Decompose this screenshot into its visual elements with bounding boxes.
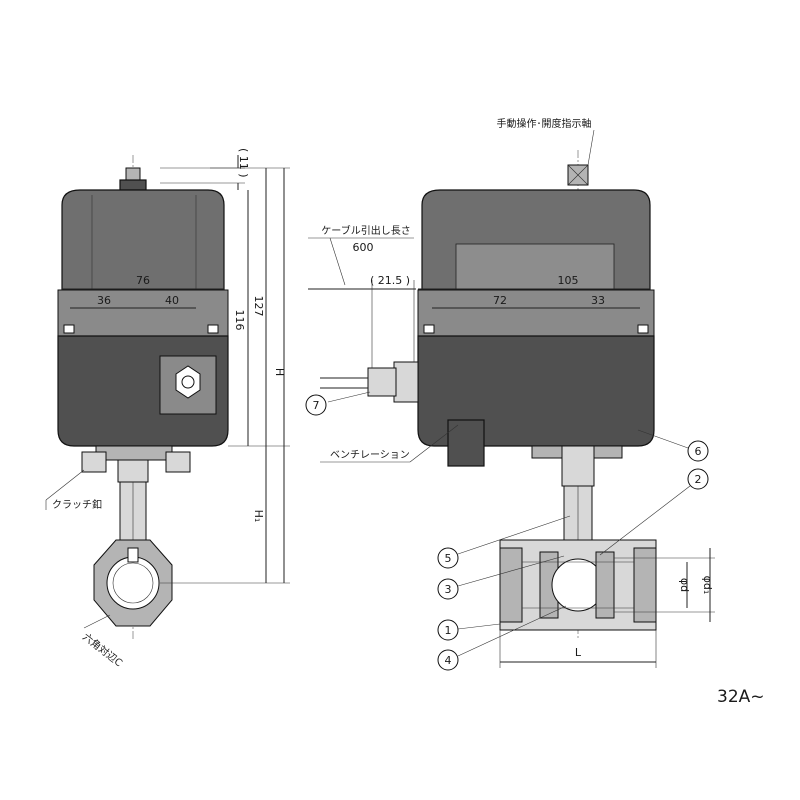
dim-127: 127 xyxy=(252,296,265,317)
vent-block xyxy=(447,419,485,467)
cable-gland xyxy=(393,361,419,403)
svg-text:5: 5 xyxy=(445,552,452,565)
front-view: ( 11 ) 76 36 40 116 127 H H₁ クラッチ釦 六角対辺C xyxy=(45,148,290,669)
dim-phi-d1: φd₁ xyxy=(701,576,714,595)
label-clutch-pin: クラッチ釦 xyxy=(52,498,102,511)
callout-2: 2 xyxy=(599,468,709,556)
dim-36: 36 xyxy=(97,294,111,307)
front-port xyxy=(106,556,160,610)
side-view: 手動操作･開度指示軸 ケーブル引出し長さ 600 ( 21.5 ) xyxy=(305,117,715,671)
dim-600: 600 xyxy=(353,241,374,254)
label-cable-length: ケーブル引出し長さ xyxy=(321,224,410,237)
label-manual-shaft: 手動操作･開度指示軸 xyxy=(497,117,592,130)
callout-1: 1 xyxy=(437,619,501,641)
side-coupling xyxy=(561,445,595,487)
callout-3: 3 xyxy=(437,555,565,600)
dim-21-5: ( 21.5 ) xyxy=(370,274,410,287)
dim-72: 72 xyxy=(493,294,507,307)
callout-7: 7 xyxy=(305,391,371,416)
front-cover xyxy=(61,189,225,293)
callout-4: 4 xyxy=(437,605,567,671)
dim-40: 40 xyxy=(165,294,179,307)
svg-text:6: 6 xyxy=(695,445,702,458)
front-mount-flange xyxy=(95,445,173,461)
svg-text:4: 4 xyxy=(445,654,452,667)
dim-116: 116 xyxy=(233,310,246,331)
dim-76: 76 xyxy=(136,274,150,287)
side-lower-housing xyxy=(417,335,655,447)
callout-6: 6 xyxy=(637,429,709,462)
front-band xyxy=(57,289,229,337)
dim-top-clearance: ( 11 ) xyxy=(237,148,250,178)
svg-text:1: 1 xyxy=(445,624,452,637)
svg-text:2: 2 xyxy=(695,473,702,486)
svg-text:3: 3 xyxy=(445,583,452,596)
label-vent: ベンチレーション xyxy=(330,449,410,461)
callout-5: 5 xyxy=(437,515,571,569)
size-label: 32A~ xyxy=(717,687,765,707)
dim-H1: H₁ xyxy=(252,510,265,523)
dim-105: 105 xyxy=(558,274,579,287)
dim-33: 33 xyxy=(591,294,605,307)
dim-L: L xyxy=(575,646,582,659)
front-top-collar xyxy=(119,179,147,191)
front-clutch-pin xyxy=(81,451,107,473)
svg-text:7: 7 xyxy=(313,399,320,412)
label-hex: 六角対辺C xyxy=(80,630,125,669)
front-screw-left xyxy=(63,324,75,334)
dim-phi-d: φd xyxy=(678,578,691,592)
dim-H: H xyxy=(273,368,286,376)
front-screw-right xyxy=(207,324,219,334)
